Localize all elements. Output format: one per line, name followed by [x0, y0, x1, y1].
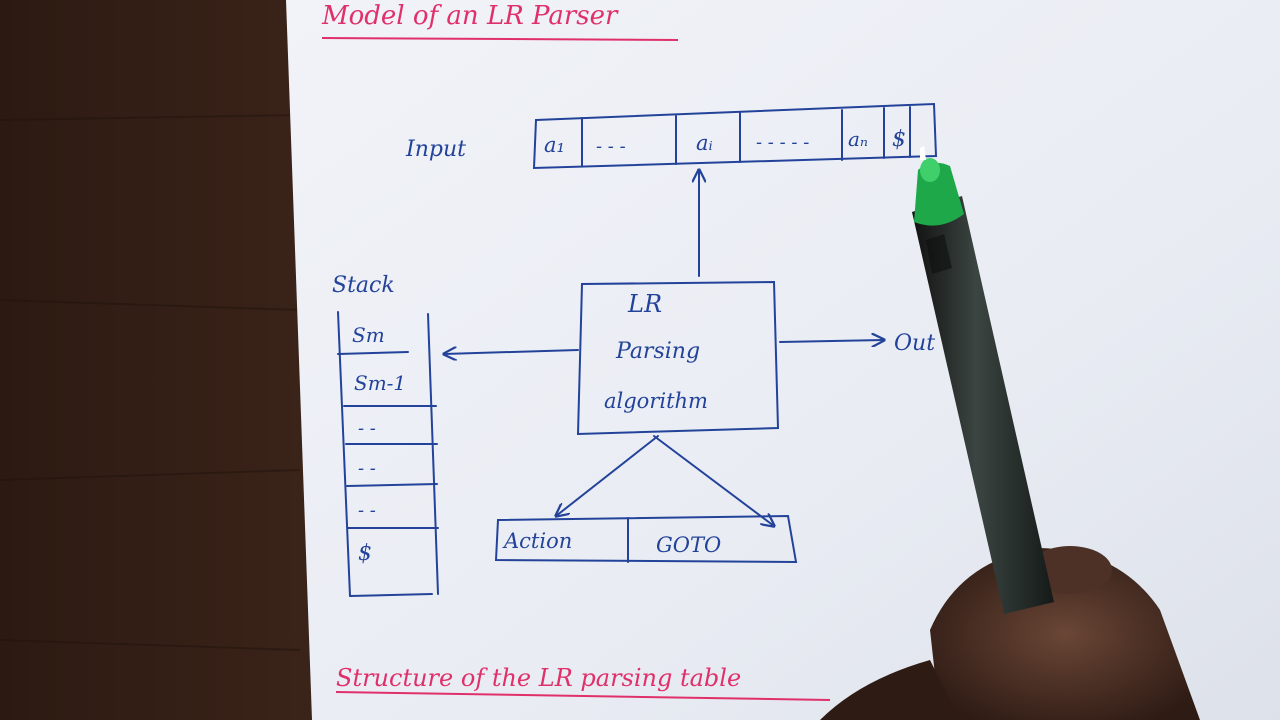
parser-line-2: Parsing [615, 339, 700, 364]
footer-underline [335, 691, 831, 701]
stack-cell-6: $ [358, 541, 372, 566]
stack-label: Stack [332, 273, 395, 298]
input-cell-3: aᵢ [696, 131, 713, 155]
parser-box [576, 280, 780, 436]
arrow-to-goto [653, 435, 774, 526]
input-cell-1: a₁ [544, 133, 565, 157]
stack-cell-1: Sm [352, 323, 385, 347]
input-cell-4: - - - - - [756, 132, 809, 153]
pen [912, 146, 1054, 614]
input-cell-6: $ [892, 127, 906, 152]
desk-grain [0, 114, 301, 651]
stack-cell-5: - - [358, 500, 376, 521]
parser-line-3: algorithm [604, 389, 708, 413]
stack-column [337, 311, 439, 597]
input-label: Input [405, 137, 466, 162]
input-cell-2: - - - [596, 136, 626, 157]
parsing-table [494, 514, 798, 564]
stack-cell-2: Sm-1 [354, 371, 406, 395]
output-label: Out [894, 331, 935, 356]
page-title: Model of an LR Parser [321, 1, 619, 31]
title-underline [321, 37, 679, 41]
footer-heading: Structure of the LR parsing table [336, 664, 741, 692]
arrow-to-output [779, 340, 884, 342]
stack-cell-3: - - [358, 418, 376, 439]
table-goto-label: GOTO [656, 533, 721, 557]
arrow-to-action [556, 435, 659, 516]
input-cell-5: aₙ [848, 127, 868, 151]
table-action-label: Action [502, 529, 572, 553]
stack-cell-4: - - [358, 458, 376, 479]
parser-line-1: LR [627, 290, 662, 318]
arrow-to-stack [444, 350, 579, 354]
input-tape [532, 102, 938, 170]
